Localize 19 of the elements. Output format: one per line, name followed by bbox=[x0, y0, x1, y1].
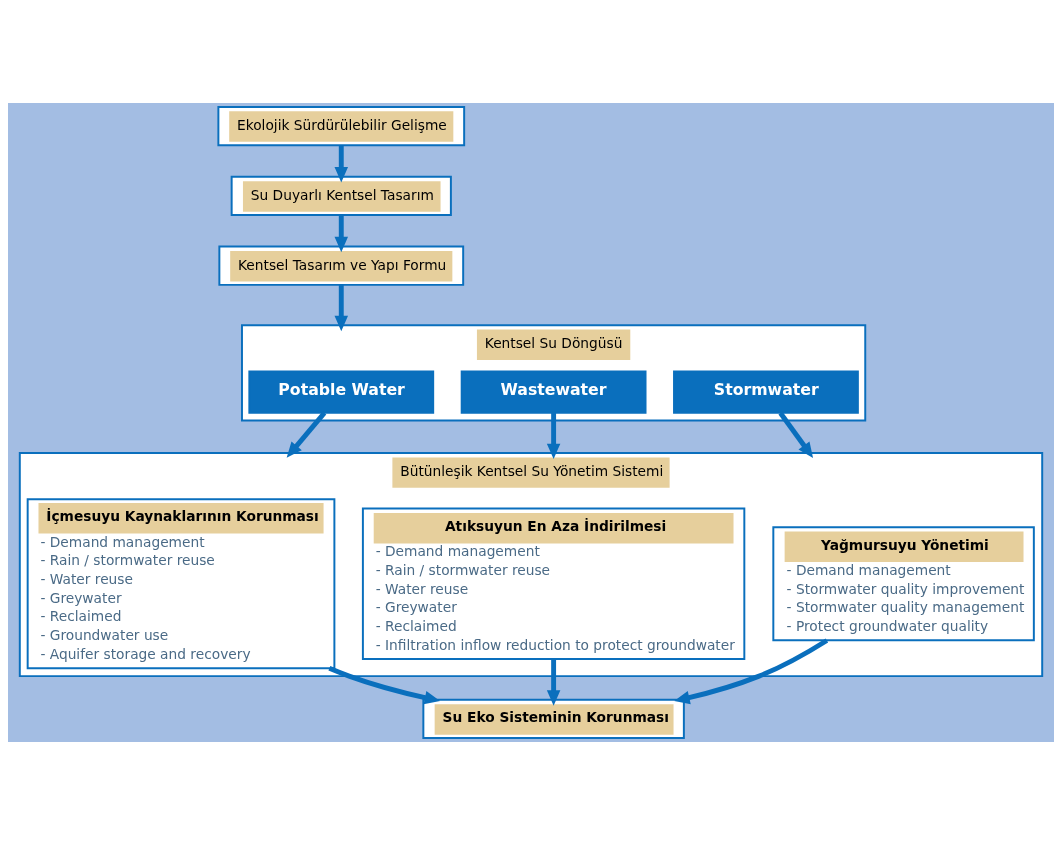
node-box: İçmesuyu Kaynaklarının Korunması - Demand management - Rain / stormwater reuse - Water reuse - Greywater - Reclaimed - Groundwater use - Aquifer storage and recovery bbox=[26, 498, 336, 670]
node-box: Atıksuyun En Aza İndirilmesi - Demand management - Rain / stormwater reuse - Water reuse - Greywater - Reclaimed - Infiltration inflow reduction to protect groundwater bbox=[361, 507, 746, 660]
arrow bbox=[778, 411, 814, 458]
node-box: Stormwater bbox=[673, 370, 859, 414]
node-box: Su Duyarlı Kentsel Tasarım bbox=[230, 175, 452, 217]
arrow bbox=[334, 145, 349, 183]
node-box: Kentsel Tasarım ve Yapı Formu bbox=[218, 245, 465, 286]
arrow bbox=[334, 215, 349, 253]
arrow bbox=[286, 411, 327, 458]
node-box: Yağmursuyu Yönetimi - Demand management - Stormwater quality improvement - Stormwater quality management - Protect groundwater quality bbox=[772, 526, 1035, 642]
arrow bbox=[328, 666, 441, 705]
node-box: Su Eko Sisteminin Korunması bbox=[422, 698, 685, 740]
node-box: Ekolojik Sürdürülebilir Gelişme bbox=[217, 105, 466, 147]
arrow bbox=[334, 285, 349, 332]
node-box: Potable Water bbox=[248, 370, 435, 414]
arrow bbox=[546, 412, 561, 460]
node-box: Wastewater bbox=[460, 370, 647, 414]
arrow bbox=[546, 659, 561, 706]
arrow bbox=[674, 638, 829, 705]
